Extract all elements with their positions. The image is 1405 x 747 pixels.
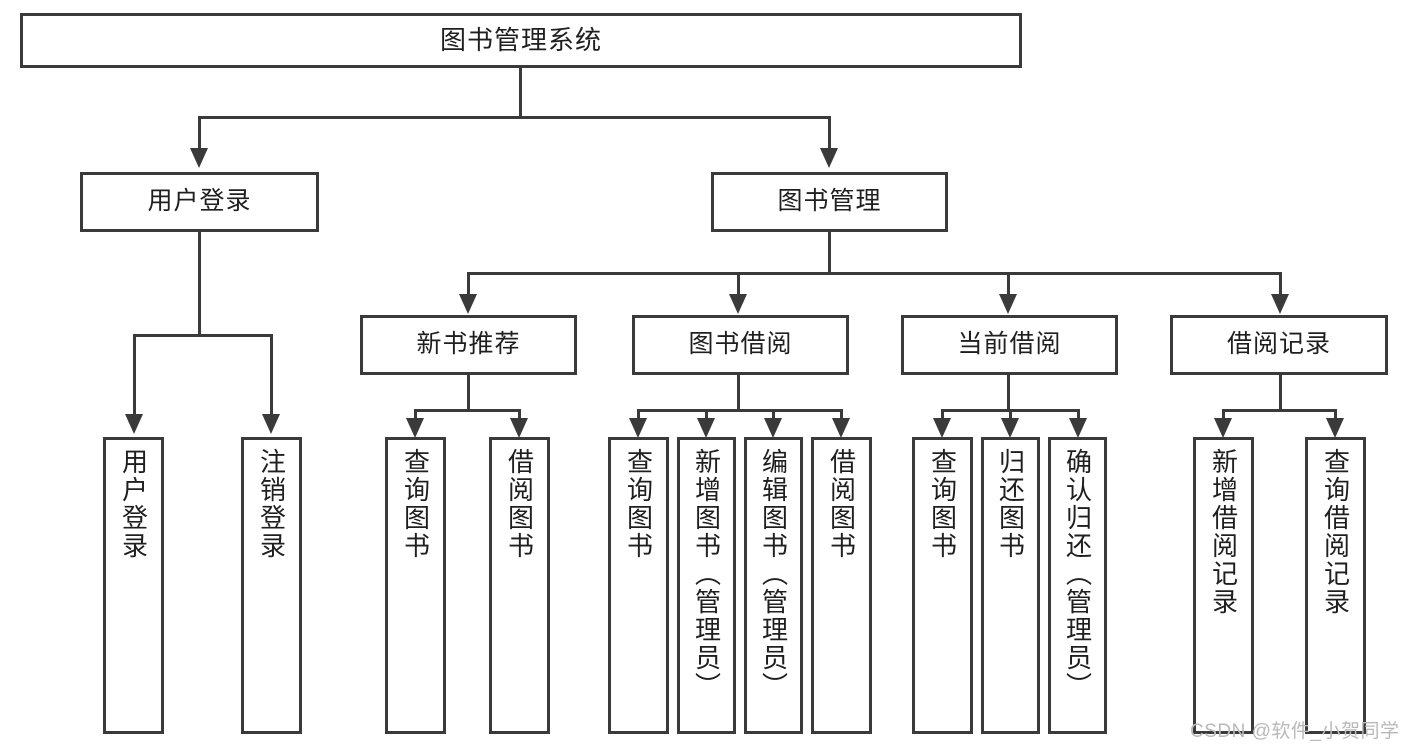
arrow-to-user-login bbox=[190, 148, 208, 168]
connector-level2-drop-2 bbox=[737, 272, 740, 296]
arrow-to-leaf-borrow-book-2 bbox=[832, 418, 850, 438]
arrow-to-leaf-user-login bbox=[125, 414, 143, 434]
node-label: 编辑图书（管理员） bbox=[758, 448, 789, 700]
connector-book-management-stem bbox=[828, 232, 831, 274]
arrow-to-book-management bbox=[820, 148, 838, 168]
connector-user-login-drop-1 bbox=[133, 334, 136, 416]
leaf-borrow-book[interactable]: 借阅图书 bbox=[811, 437, 872, 734]
connector-level2-drop-1 bbox=[467, 272, 470, 296]
connector-recommend-drop-2 bbox=[518, 409, 521, 421]
node-new-book-recommend[interactable]: 新书推荐 bbox=[360, 315, 577, 375]
connector-borrow-stem bbox=[737, 375, 740, 411]
connector-current-stem bbox=[1007, 375, 1010, 411]
node-label: 借阅图书 bbox=[826, 448, 857, 560]
node-label: 归还图书 bbox=[995, 448, 1026, 560]
node-label: 新增图书（管理员） bbox=[691, 448, 722, 700]
arrow-to-borrow-record bbox=[1271, 294, 1289, 314]
arrow-to-leaf-add-record bbox=[1214, 418, 1232, 438]
node-label: 查询图书 bbox=[927, 448, 958, 560]
connector-root-stem bbox=[519, 68, 522, 118]
arrow-to-leaf-edit-book bbox=[764, 418, 782, 438]
node-book-borrow[interactable]: 图书借阅 bbox=[632, 315, 849, 375]
node-label: 当前借阅 bbox=[957, 330, 1062, 359]
leaf-edit-book-admin[interactable]: 编辑图书（管理员） bbox=[744, 437, 803, 734]
connector-borrow-drop-1 bbox=[637, 409, 640, 421]
leaf-logout[interactable]: 注销登录 bbox=[241, 437, 302, 734]
connector-borrow-drop-2 bbox=[705, 409, 708, 421]
arrow-to-leaf-query-record bbox=[1326, 418, 1344, 438]
leaf-add-book-admin[interactable]: 新增图书（管理员） bbox=[677, 437, 736, 734]
csdn-watermark: CSDN @软件_小贺同学 bbox=[1190, 721, 1400, 742]
connector-borrow-bus bbox=[637, 409, 843, 412]
node-label: 图书管理系统 bbox=[439, 24, 602, 55]
connector-level1-drop-book bbox=[828, 116, 831, 150]
connector-level2-drop-4 bbox=[1279, 272, 1282, 296]
connector-level1-bus bbox=[198, 116, 831, 119]
connector-recommend-bus bbox=[414, 409, 521, 412]
arrow-to-leaf-confirm-return bbox=[1069, 418, 1087, 438]
connector-user-login-stem bbox=[198, 232, 201, 336]
arrow-to-leaf-query-book-2 bbox=[629, 418, 647, 438]
connector-current-drop-1 bbox=[941, 409, 944, 421]
node-label: 注销登录 bbox=[256, 448, 287, 560]
arrow-to-current-borrow bbox=[999, 294, 1017, 314]
node-borrow-record[interactable]: 借阅记录 bbox=[1170, 315, 1388, 375]
node-label: 用户登录 bbox=[147, 187, 252, 216]
arrow-to-new-book-recommend bbox=[459, 294, 477, 314]
node-label: 借阅图书 bbox=[504, 448, 535, 560]
leaf-query-borrow-record[interactable]: 查询借阅记录 bbox=[1305, 437, 1366, 734]
node-book-management-system[interactable]: 图书管理系统 bbox=[20, 13, 1022, 68]
leaf-user-login[interactable]: 用户登录 bbox=[103, 437, 164, 734]
leaf-borrow-book-recommend[interactable]: 借阅图书 bbox=[489, 437, 550, 734]
connector-borrow-drop-3 bbox=[772, 409, 775, 421]
arrow-to-leaf-logout bbox=[262, 414, 280, 434]
node-current-borrow[interactable]: 当前借阅 bbox=[901, 315, 1118, 375]
connector-record-drop-1 bbox=[1222, 409, 1225, 421]
connector-current-drop-2 bbox=[1009, 409, 1012, 421]
leaf-return-book[interactable]: 归还图书 bbox=[981, 437, 1040, 734]
leaf-confirm-return-admin[interactable]: 确认归还（管理员） bbox=[1048, 437, 1107, 734]
node-label: 查询图书 bbox=[623, 448, 654, 560]
node-label: 新书推荐 bbox=[416, 330, 521, 359]
leaf-query-book-current[interactable]: 查询图书 bbox=[912, 437, 973, 734]
arrow-to-leaf-return-book bbox=[1001, 418, 1019, 438]
node-label: 图书管理 bbox=[777, 187, 882, 216]
node-label: 新增借阅记录 bbox=[1208, 448, 1239, 616]
connector-recommend-stem bbox=[467, 375, 470, 411]
connector-record-bus bbox=[1222, 409, 1337, 412]
node-label: 图书借阅 bbox=[688, 330, 793, 359]
leaf-add-borrow-record[interactable]: 新增借阅记录 bbox=[1193, 437, 1254, 734]
connector-record-drop-2 bbox=[1334, 409, 1337, 421]
node-label: 查询图书 bbox=[400, 448, 431, 560]
node-label: 查询借阅记录 bbox=[1320, 448, 1351, 616]
connector-level2-drop-3 bbox=[1007, 272, 1010, 296]
connector-level1-drop-user bbox=[198, 116, 201, 150]
arrow-to-leaf-add-book bbox=[697, 418, 715, 438]
connector-current-drop-3 bbox=[1077, 409, 1080, 421]
connector-record-stem bbox=[1279, 375, 1282, 411]
leaf-query-book-recommend[interactable]: 查询图书 bbox=[385, 437, 446, 734]
connector-user-login-bus bbox=[133, 334, 273, 337]
arrow-to-book-borrow bbox=[729, 294, 747, 314]
connector-recommend-drop-1 bbox=[414, 409, 417, 421]
leaf-query-book-borrow[interactable]: 查询图书 bbox=[608, 437, 669, 734]
connector-borrow-drop-4 bbox=[840, 409, 843, 421]
node-label: 确认归还（管理员） bbox=[1062, 448, 1093, 700]
node-label: 借阅记录 bbox=[1226, 330, 1331, 359]
arrow-to-leaf-query-book-1 bbox=[406, 418, 424, 438]
arrow-to-leaf-query-book-3 bbox=[933, 418, 951, 438]
node-book-management[interactable]: 图书管理 bbox=[711, 172, 948, 232]
connector-user-login-drop-2 bbox=[270, 334, 273, 416]
connector-level2-bus bbox=[467, 272, 1282, 275]
node-user-login[interactable]: 用户登录 bbox=[80, 172, 319, 232]
node-label: 用户登录 bbox=[118, 448, 149, 560]
arrow-to-leaf-borrow-book-1 bbox=[510, 418, 528, 438]
